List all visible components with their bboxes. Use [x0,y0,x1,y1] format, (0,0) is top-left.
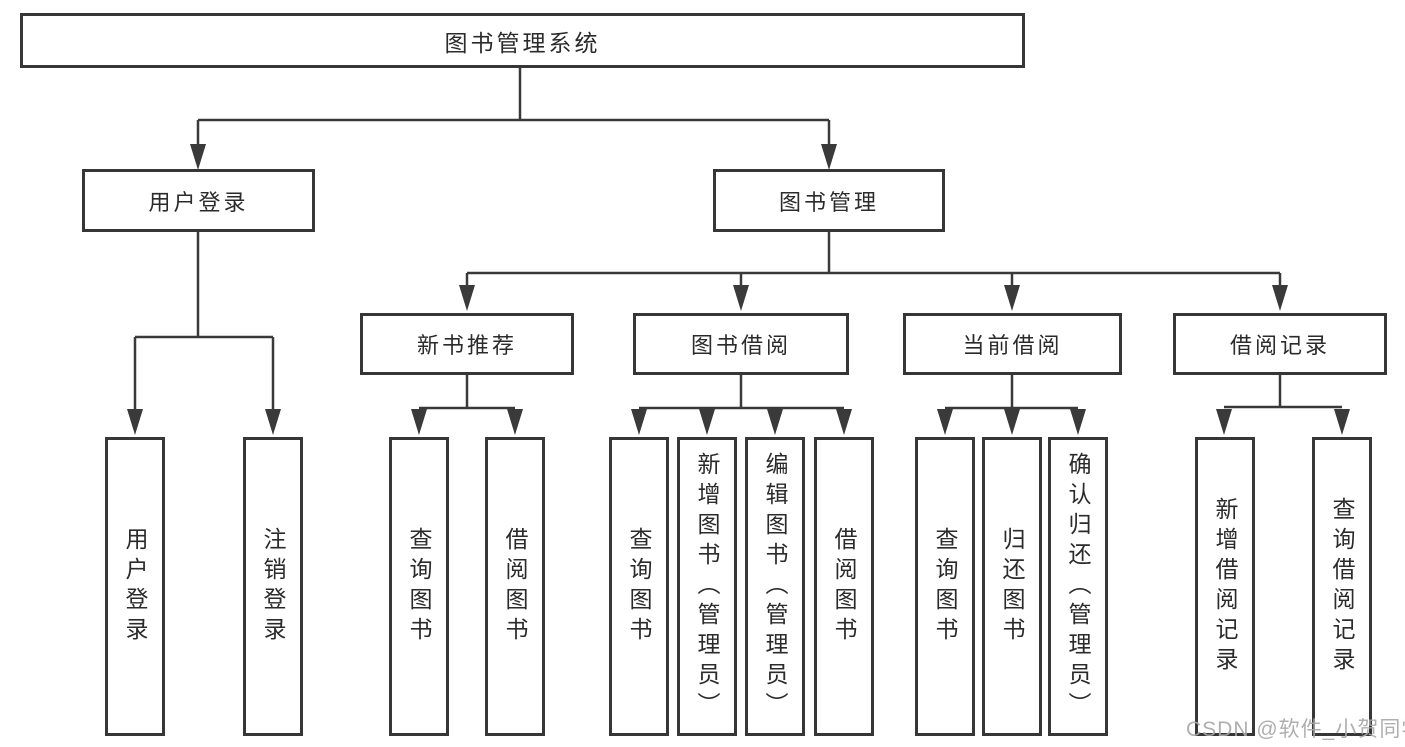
leaf-borrow-books-recommend: 借阅图书 [485,437,545,736]
csdn-watermark: CSDN @软件_小贺同学 [1186,718,1405,741]
leaf-return-books: 归还图书 [982,437,1042,736]
leaf-add-books-admin: 新增图书（管理员） [677,437,737,736]
leaf-add-borrow-record: 新增借阅记录 [1195,437,1255,736]
leaf-query-borrow-record: 查询借阅记录 [1312,437,1372,736]
node-book-borrow: 图书借阅 [633,313,849,375]
node-user-login: 用户登录 [82,169,315,232]
leaf-query-books-recommend: 查询图书 [389,437,449,736]
leaf-query-books-borrow: 查询图书 [609,437,669,736]
leaf-user-login: 用户登录 [105,437,165,736]
node-book-management: 图书管理 [713,169,945,232]
leaf-borrow-books: 借阅图书 [814,437,874,736]
node-new-book-recommend: 新书推荐 [360,313,574,375]
node-library-management-system: 图书管理系统 [20,13,1025,68]
leaf-query-books-current: 查询图书 [915,437,975,736]
node-borrow-records: 借阅记录 [1173,313,1387,375]
leaf-edit-books-admin: 编辑图书（管理员） [745,437,805,736]
node-current-borrow: 当前借阅 [903,313,1122,375]
leaf-logout: 注销登录 [243,437,303,736]
leaf-confirm-return-admin: 确认归还（管理员） [1048,437,1108,736]
